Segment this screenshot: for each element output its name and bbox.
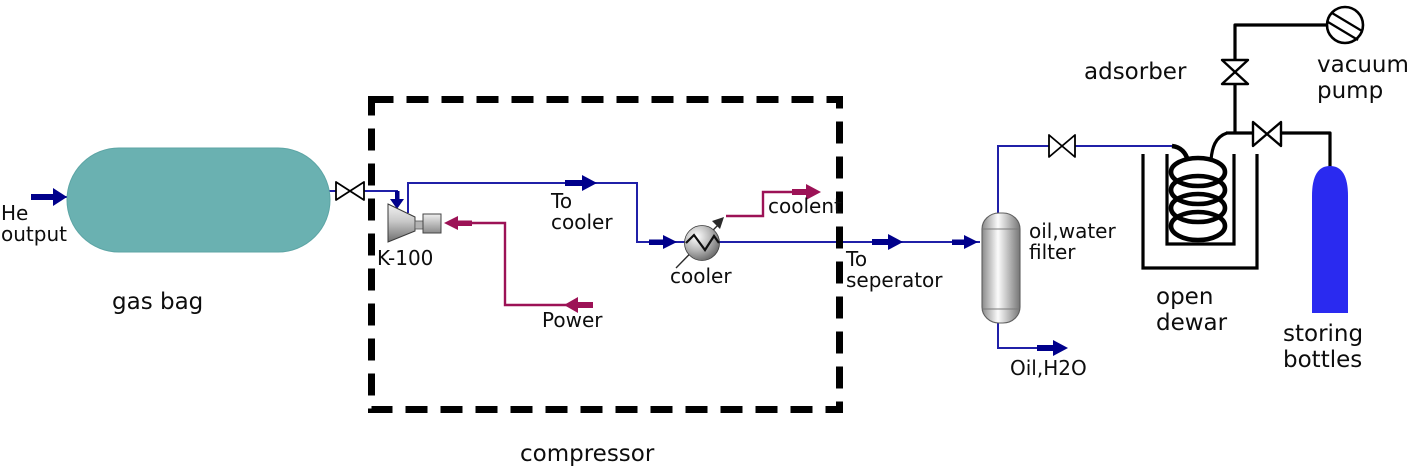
- vacuum-pump-label: vacuum pump: [1317, 52, 1409, 104]
- adsorber-coil-icon: [1168, 143, 1228, 243]
- compressor-to-filter-stream: [407, 182, 980, 243]
- gas-bag-label: gas bag: [112, 289, 204, 315]
- coolant-label: coolent: [768, 194, 842, 218]
- cooler-inlet-arrow: [649, 235, 677, 249]
- to-separator-label: To seperator: [846, 247, 943, 292]
- filter-top-stream: [997, 145, 1173, 214]
- oil-h2o-label: Oil,H2O: [1010, 356, 1087, 380]
- compressor-k100-icon: [387, 203, 442, 243]
- compressor-box-label: compressor: [520, 441, 655, 467]
- coolant-energy-stream: [726, 190, 795, 218]
- cooler-label: cooler: [670, 264, 732, 288]
- k100-tag-label: K-100: [377, 246, 434, 270]
- open-dewar-label: open dewar: [1156, 284, 1228, 336]
- open-dewar-icon: [1141, 154, 1259, 270]
- storing-bottles-label: storing bottles: [1283, 321, 1364, 373]
- he-inlet-arrow: [31, 188, 67, 206]
- to-cooler-arrow: [565, 175, 597, 191]
- cooler-heat-exchanger-icon: [675, 217, 724, 269]
- adsorber-label: adsorber: [1084, 59, 1187, 85]
- vacuum-line-valve-icon: [1220, 58, 1250, 86]
- storing-bottle-icon: [1312, 166, 1348, 313]
- filter-inlet-arrow: [952, 235, 978, 249]
- compressor-inlet-arrow: [390, 191, 404, 209]
- power-arrow: [444, 216, 593, 313]
- gas-bag-vessel-icon: [66, 147, 331, 253]
- bottle-line-valve-icon: [1251, 120, 1283, 148]
- coolant-arrow: [792, 184, 821, 200]
- filter-bottom-stream: [997, 322, 1040, 349]
- oil-water-filter-label: oil,water filter: [1029, 219, 1116, 264]
- to-cooler-label: To cooler: [551, 189, 613, 234]
- he-output-label: He output: [1, 201, 67, 246]
- oil-h2o-arrow: [1037, 340, 1068, 356]
- filter-outlet-valve-icon: [1048, 134, 1076, 158]
- power-energy-stream: [470, 221, 593, 307]
- oil-water-filter-vessel-icon: [981, 212, 1021, 324]
- adsorber-piping: [1209, 23, 1332, 167]
- power-label: Power: [542, 308, 603, 332]
- to-separator-arrow: [872, 234, 903, 250]
- vacuum-pump-icon: [1325, 5, 1365, 45]
- gas-bag-outlet-valve-icon: [335, 181, 365, 201]
- compressor-dashed-boundary: [368, 96, 843, 413]
